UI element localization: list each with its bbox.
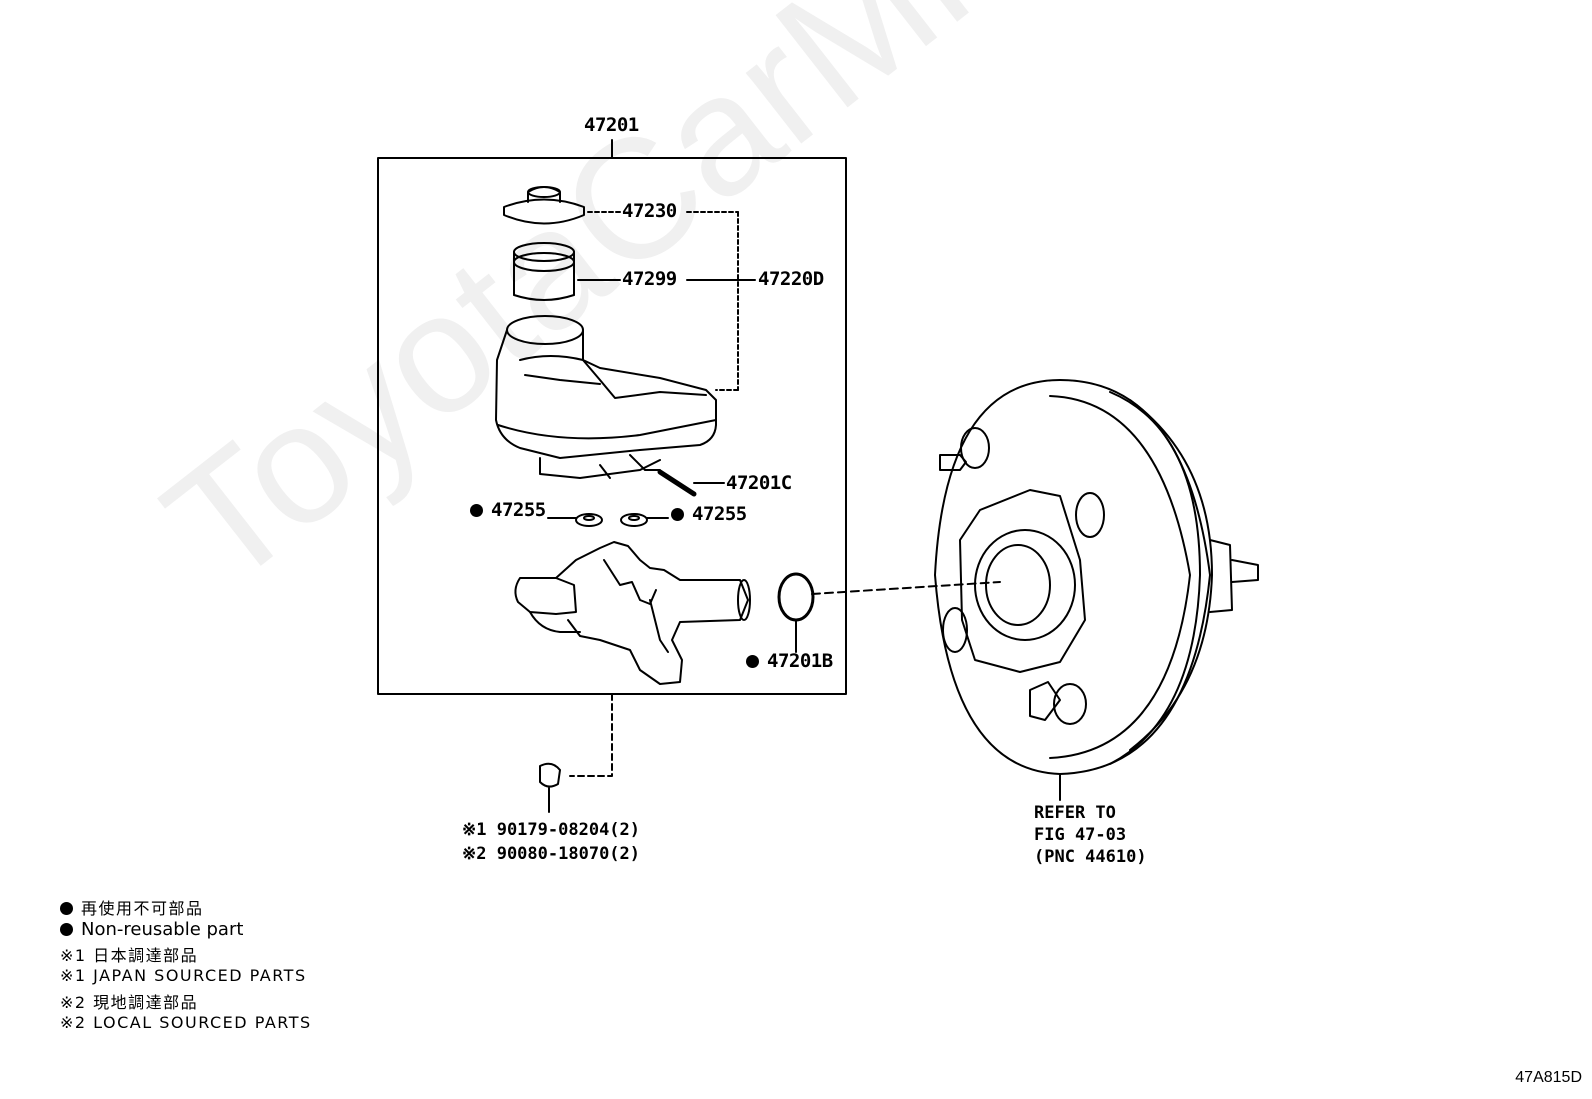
- label-47255-right: 47255: [671, 505, 747, 524]
- legend-en-nonreusable: Non-reusable part: [60, 919, 312, 943]
- legend: 再使用不可部品 Non-reusable part ※1 日本調達部品 ※1 J…: [60, 895, 312, 1036]
- master-cylinder-body-part: [514, 541, 751, 685]
- label-47201: 47201: [584, 114, 639, 136]
- legend-en-japan: ※1 JAPAN SOURCED PARTS: [60, 965, 307, 985]
- label-47230: 47230: [622, 200, 677, 222]
- legend-jp-japan: ※1 日本調達部品: [60, 946, 199, 965]
- plug-part: [539, 762, 561, 788]
- nonreusable-dot-icon: [671, 508, 684, 521]
- label-47201B: 47201B: [746, 652, 833, 671]
- legend-jp-nonreusable: 再使用不可部品: [60, 895, 312, 919]
- label-47255-left: 47255: [470, 501, 546, 520]
- oring-part: [777, 572, 815, 622]
- label-47220D: 47220D: [758, 268, 824, 290]
- reservoir-tank-part: [495, 315, 717, 479]
- grommet-right-part: [620, 513, 648, 527]
- nonreusable-dot-icon: [470, 504, 483, 517]
- bolt-part-numbers: ※1 90179-08204(2) ※2 90080-18070(2): [462, 820, 641, 864]
- nonreusable-dot-icon: [60, 922, 73, 936]
- figure-id: 47A815D: [1515, 1069, 1582, 1086]
- nonreusable-dot-icon: [746, 655, 759, 668]
- refer-note: REFER TO FIG 47-03 (PNC 44610): [1034, 803, 1147, 867]
- brake-booster-part: [934, 379, 1259, 775]
- reservoir-cap-part: [503, 186, 585, 225]
- legend-en-local: ※2 LOCAL SOURCED PARTS: [60, 1012, 312, 1032]
- legend-jp-local: ※2 現地調達部品: [60, 993, 199, 1012]
- strainer-part: [513, 242, 575, 301]
- nonreusable-dot-icon: [60, 902, 73, 915]
- label-47201C: 47201C: [726, 472, 792, 494]
- label-47299: 47299: [622, 268, 677, 290]
- assembly-frame: [377, 157, 847, 695]
- pin-part: [657, 469, 697, 497]
- grommet-left-part: [575, 513, 603, 527]
